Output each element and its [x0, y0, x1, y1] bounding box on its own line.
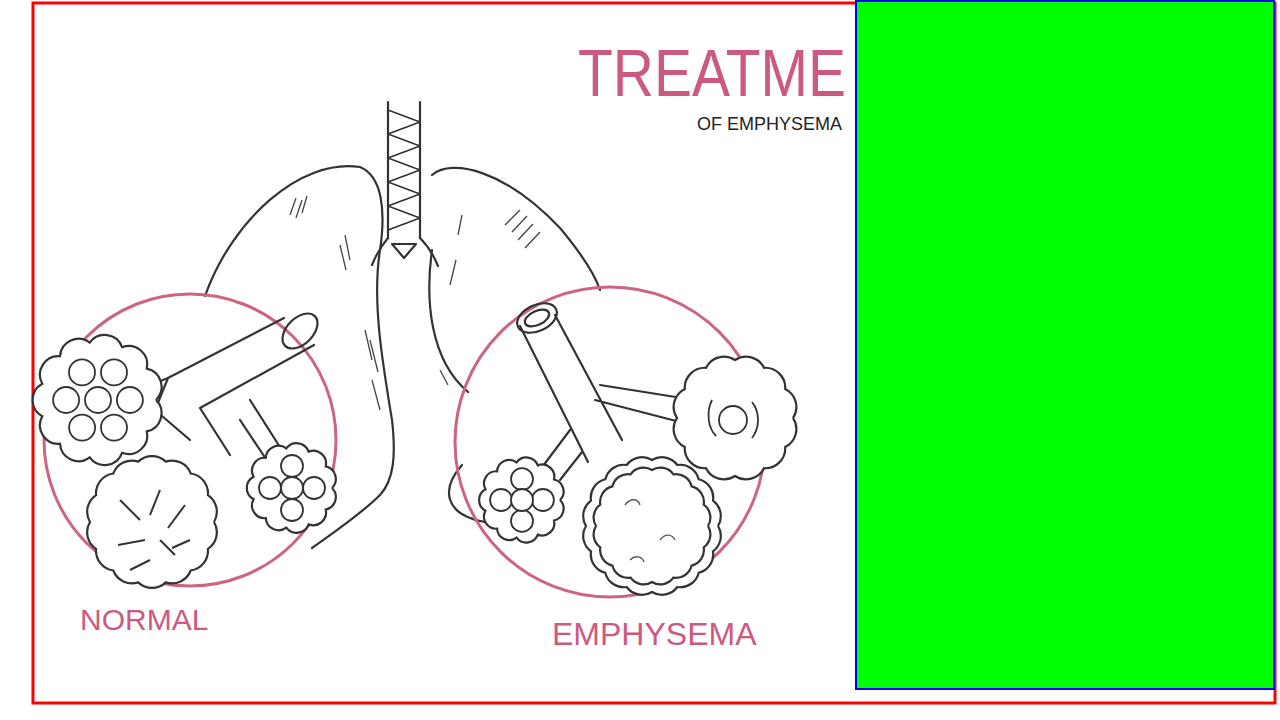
- alveolus: [719, 406, 747, 434]
- alveolus: [117, 387, 143, 413]
- alveolus: [281, 499, 303, 521]
- alveolar-sac: [247, 443, 336, 533]
- left-lung: [205, 166, 383, 296]
- alveolar-septa: [709, 400, 758, 438]
- alveolus: [101, 359, 127, 385]
- alveolar-septa: [118, 490, 190, 570]
- lung-outline: [205, 102, 600, 548]
- alveolus: [69, 415, 95, 441]
- alveolus: [69, 359, 95, 385]
- bronchi-split: [372, 238, 438, 266]
- alveolus: [490, 489, 512, 511]
- trachea-rings: [388, 110, 420, 230]
- alveolar-sac: [87, 456, 217, 588]
- alveolus: [511, 489, 533, 511]
- right-lung-medial: [429, 250, 468, 392]
- alveolus: [281, 477, 303, 499]
- trachea: [388, 102, 420, 238]
- bronchiole: [150, 297, 682, 480]
- right-lung: [432, 168, 600, 290]
- alveolus: [101, 415, 127, 441]
- alveolar-sac: [674, 357, 797, 480]
- alveolar-sac: [594, 468, 711, 585]
- alveolus: [259, 477, 281, 499]
- alveolar-sac: [479, 457, 563, 542]
- panel-label: NORMAL: [80, 605, 208, 635]
- alveolus: [511, 510, 533, 532]
- alveolus: [85, 387, 111, 413]
- green-panel: [855, 0, 1275, 690]
- alveolar-texture: [625, 500, 675, 562]
- alveolus: [281, 455, 303, 477]
- title: TREATME: [578, 40, 846, 106]
- alveolar-sac: [583, 457, 721, 595]
- hatching: [290, 196, 540, 410]
- alveolus: [511, 468, 533, 490]
- subtitle: OF EMPHYSEMA: [697, 115, 842, 133]
- alveoli: [33, 335, 797, 595]
- alveolus: [532, 489, 554, 511]
- alveolar-sac: [33, 335, 162, 465]
- panel-label: EMPHYSEMA: [552, 618, 756, 650]
- alveolus: [53, 387, 79, 413]
- alveolus: [303, 477, 325, 499]
